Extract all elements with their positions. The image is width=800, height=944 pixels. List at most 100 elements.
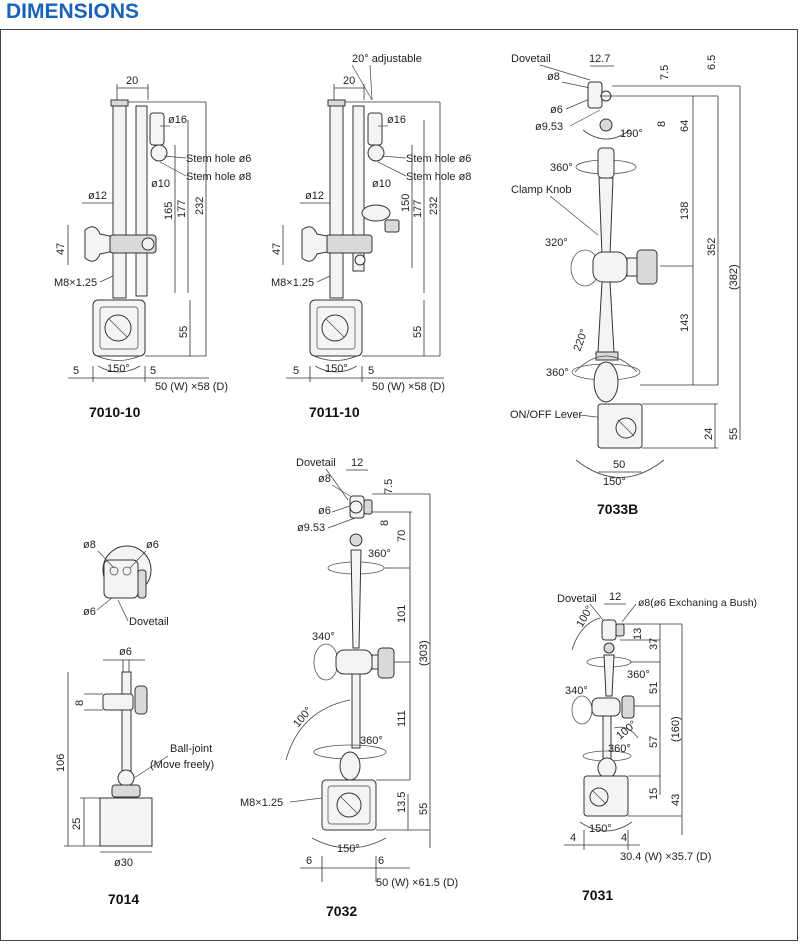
dim-15: 15 bbox=[648, 788, 660, 800]
stem-hole-8: Stem hole ø8 bbox=[186, 171, 251, 183]
dim-165: 165 bbox=[163, 202, 175, 220]
model-7010-10: 7010-10 bbox=[89, 404, 141, 420]
angle-150: 150° bbox=[107, 363, 130, 375]
dim-101: 101 bbox=[396, 605, 408, 623]
dim-d8: ø8 bbox=[318, 473, 331, 485]
model-7032: 7032 bbox=[326, 903, 357, 919]
angle-220: 220° bbox=[572, 328, 591, 353]
dim-5b: 5 bbox=[150, 365, 156, 377]
dim-55: 55 bbox=[412, 326, 424, 338]
drawing-7011-10: 20° adjustable 20 ø16 Stem hole ø6 Stem … bbox=[271, 53, 471, 420]
dim-4b: 4 bbox=[621, 832, 627, 844]
dim-d9-53: ø9.53 bbox=[535, 121, 563, 133]
stem-hole-6: Stem hole ø6 bbox=[186, 153, 251, 165]
dim-d8: ø8 bbox=[547, 71, 560, 83]
dim-d30: ø30 bbox=[114, 857, 133, 869]
model-7031: 7031 bbox=[582, 887, 613, 903]
adjustable-note: 20° adjustable bbox=[352, 53, 422, 65]
clamp-knob-label: Clamp Knob bbox=[511, 184, 572, 196]
angle-360a: 360° bbox=[550, 162, 573, 174]
dim-160: (160) bbox=[670, 716, 682, 742]
dim-4a: 4 bbox=[570, 832, 576, 844]
dim-24: 24 bbox=[703, 428, 715, 440]
dim-20: 20 bbox=[343, 75, 355, 87]
model-7033b: 7033B bbox=[597, 501, 638, 517]
angle-360a: 360° bbox=[627, 669, 650, 681]
bush-note: ø8(ø6 Exchaning a Bush) bbox=[638, 597, 757, 609]
dim-d16: ø16 bbox=[387, 114, 406, 126]
dim-d10: ø10 bbox=[151, 178, 170, 190]
on-off-lever-label: ON/OFF Lever bbox=[510, 409, 582, 421]
angle-100: 100° bbox=[291, 705, 315, 730]
angle-360b: 360° bbox=[608, 743, 631, 755]
dim-d6: ø6 bbox=[550, 104, 563, 116]
angle-150: 150° bbox=[325, 363, 348, 375]
drawing-7010-10: 20 ø16 Stem hole ø6 Stem hole ø8 ø10 ø12… bbox=[54, 75, 251, 420]
dim-d12: ø12 bbox=[88, 190, 107, 202]
model-7014: 7014 bbox=[108, 891, 139, 907]
dovetail-label: Dovetail bbox=[557, 593, 597, 605]
model-7011-10: 7011-10 bbox=[309, 404, 360, 420]
drawing-7032: Dovetail 12 ø8 7.5 ø6 ø9.53 8 70 360° 10… bbox=[240, 457, 458, 919]
drawing-frame bbox=[0, 29, 798, 941]
dim-50: 50 bbox=[613, 459, 625, 471]
stem-hole-6: Stem hole ø6 bbox=[406, 153, 471, 165]
page-title: DIMENSIONS bbox=[6, 0, 140, 23]
angle-150: 150° bbox=[337, 843, 360, 855]
dim-70: 70 bbox=[396, 530, 408, 542]
dim-111: 111 bbox=[396, 710, 408, 727]
dim-13-5: 13.5 bbox=[396, 792, 408, 813]
dim-d9-53: ø9.53 bbox=[297, 522, 325, 534]
dim-5a: 5 bbox=[293, 365, 299, 377]
dim-303: (303) bbox=[418, 640, 430, 666]
dim-55: 55 bbox=[178, 326, 190, 338]
base-size: 50 (W) ×58 (D) bbox=[155, 381, 228, 393]
dim-150: 150 bbox=[400, 194, 412, 212]
dim-d12: ø12 bbox=[305, 190, 324, 202]
thread-label: M8×1.25 bbox=[54, 277, 97, 289]
dim-37: 37 bbox=[648, 638, 660, 650]
stem-hole-8: Stem hole ø8 bbox=[406, 171, 471, 183]
dim-d6top: ø6 bbox=[119, 646, 132, 658]
dim-6a: 6 bbox=[306, 855, 312, 867]
dim-57: 57 bbox=[648, 736, 660, 748]
dim-55: 55 bbox=[728, 428, 740, 440]
dim-106: 106 bbox=[55, 754, 67, 772]
angle-190: 190° bbox=[620, 128, 643, 140]
angle-360b: 360° bbox=[546, 367, 569, 379]
drawing-7033b: Dovetail 12.7 6.5 7.5 ø8 ø6 ø9.53 190° 8… bbox=[510, 53, 741, 517]
angle-360b: 360° bbox=[360, 735, 383, 747]
dim-n8: 8 bbox=[656, 121, 668, 127]
dim-25: 25 bbox=[71, 818, 83, 830]
dim-51: 51 bbox=[648, 682, 660, 694]
angle-340: 340° bbox=[312, 631, 335, 643]
dim-6-5: 6.5 bbox=[706, 55, 718, 70]
dim-d6b: ø6 bbox=[83, 606, 96, 618]
base-size: 30.4 (W) ×35.7 (D) bbox=[620, 851, 711, 863]
thread-label: M8×1.25 bbox=[240, 797, 283, 809]
dim-7-5: 7.5 bbox=[659, 65, 671, 80]
dim-20: 20 bbox=[126, 75, 138, 87]
dovetail-label: Dovetail bbox=[129, 616, 169, 628]
base-size: 50 (W) ×61.5 (D) bbox=[376, 877, 458, 889]
dim-d6: ø6 bbox=[318, 505, 331, 517]
dim-12: 12 bbox=[609, 591, 621, 603]
dim-382: (382) bbox=[728, 264, 740, 290]
dim-13: 13 bbox=[632, 628, 644, 640]
dim-d8: ø8 bbox=[83, 539, 96, 551]
angle-320: 320° bbox=[545, 237, 568, 249]
angle-360a: 360° bbox=[368, 548, 391, 560]
dim-47: 47 bbox=[271, 243, 283, 255]
dim-232: 232 bbox=[194, 197, 206, 215]
angle-340: 340° bbox=[565, 685, 588, 697]
angle-100b: 100° bbox=[614, 718, 639, 742]
dim-47: 47 bbox=[55, 243, 67, 255]
dim-177: 177 bbox=[412, 200, 424, 218]
dim-143: 143 bbox=[679, 314, 691, 332]
thread-label: M8×1.25 bbox=[271, 277, 314, 289]
dovetail-label: Dovetail bbox=[511, 53, 551, 65]
dim-12: 12 bbox=[351, 457, 363, 469]
header: DIMENSIONS bbox=[0, 0, 800, 30]
dim-177: 177 bbox=[176, 200, 188, 218]
